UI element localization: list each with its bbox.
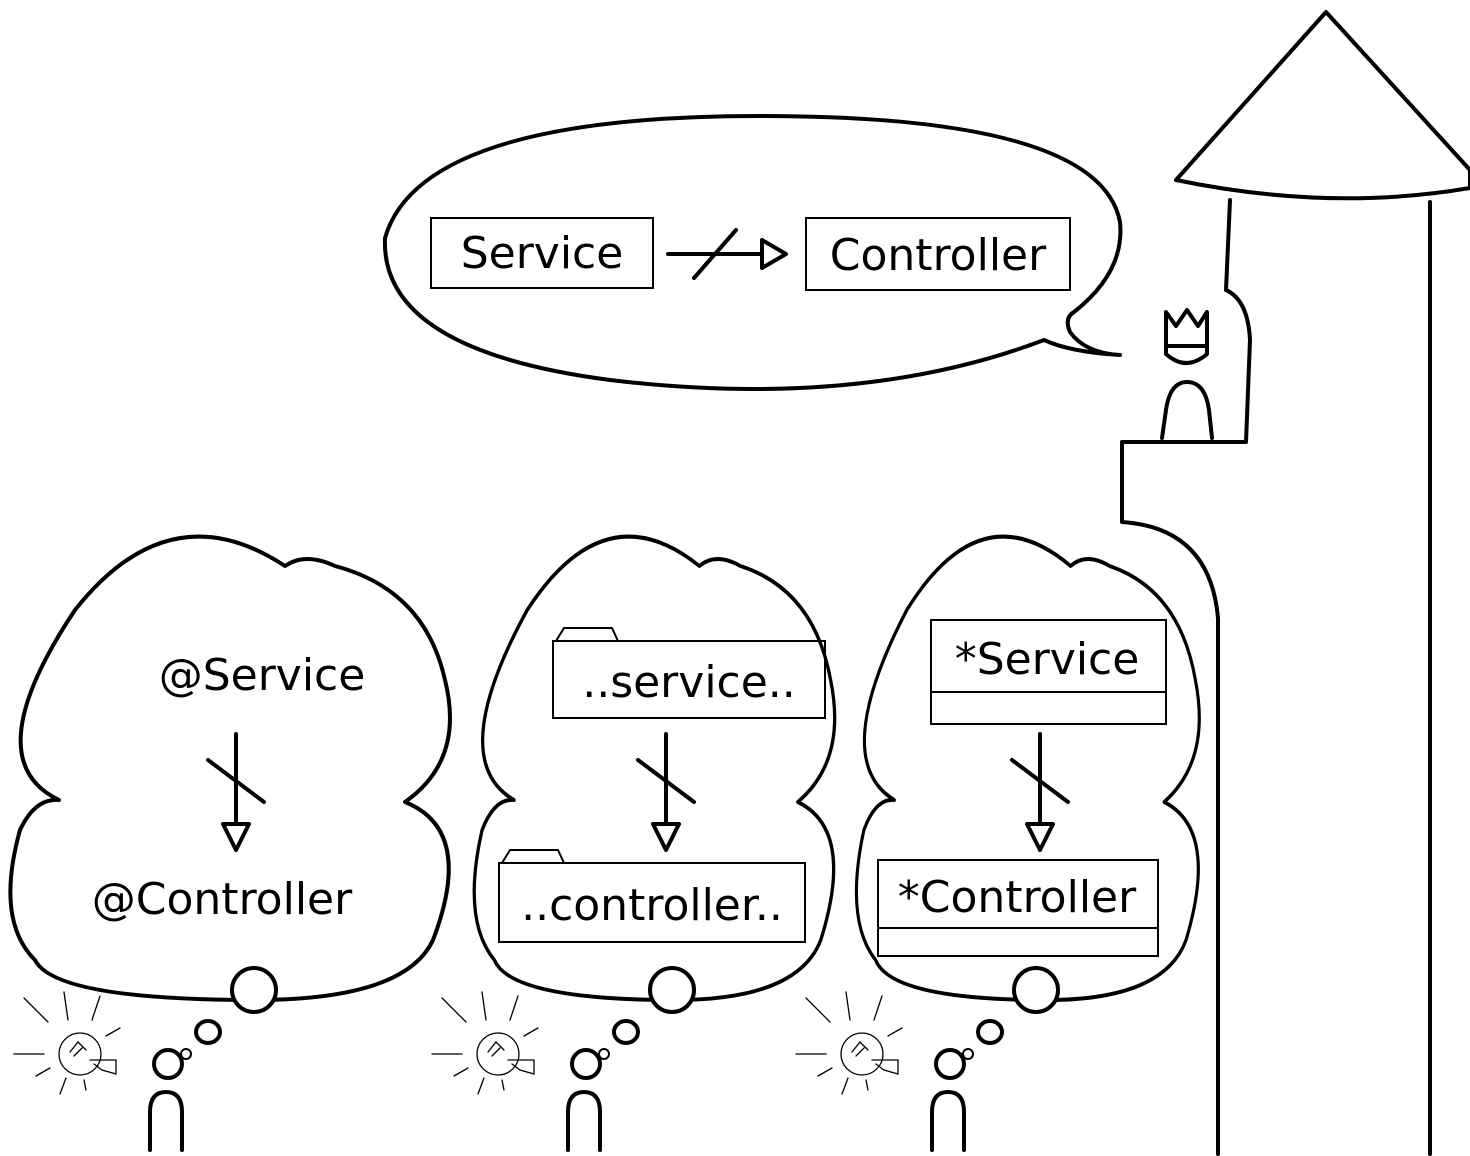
thinking-person-icon bbox=[430, 966, 696, 1152]
annotation-target-label: @Controller bbox=[92, 874, 353, 925]
class-source-box bbox=[930, 619, 1167, 725]
speech-target-label: Controller bbox=[830, 230, 1047, 281]
forbidden-dependency-arrow-icon bbox=[1010, 732, 1070, 852]
class-target-label: *Controller bbox=[898, 872, 1137, 923]
rule-annotation: @Service @Controller bbox=[8, 534, 453, 1152]
package-source-label: ..service.. bbox=[582, 657, 796, 708]
class-source-label: *Service bbox=[955, 634, 1140, 685]
speech-bubble-icon bbox=[382, 114, 1123, 391]
rule-package: ..service.. ..controller.. bbox=[430, 534, 837, 1152]
thought-cloud-icon bbox=[8, 534, 453, 1002]
class-target-box bbox=[877, 859, 1159, 957]
package-target-folder bbox=[498, 849, 806, 943]
speech-rule: Service Controller bbox=[430, 217, 1071, 291]
package-target-label: ..controller.. bbox=[521, 880, 783, 931]
king-icon bbox=[1160, 308, 1214, 440]
thought-cloud-icon bbox=[854, 534, 1202, 1002]
rule-class: *Service *Controller bbox=[794, 534, 1202, 1152]
speech-target-box bbox=[805, 217, 1071, 291]
forbidden-dependency-arrow-icon bbox=[206, 732, 266, 852]
thinking-person-icon bbox=[794, 966, 1060, 1152]
forbidden-dependency-arrow-icon bbox=[636, 732, 696, 852]
annotation-source-label: @Service bbox=[159, 650, 366, 701]
speech-arrow-head bbox=[760, 238, 788, 270]
speech-forbidden-slash bbox=[692, 228, 738, 280]
speech-source-label: Service bbox=[461, 228, 624, 279]
tower-icon bbox=[1120, 10, 1470, 1156]
speech-source-box bbox=[430, 217, 654, 289]
package-source-folder bbox=[552, 627, 826, 719]
